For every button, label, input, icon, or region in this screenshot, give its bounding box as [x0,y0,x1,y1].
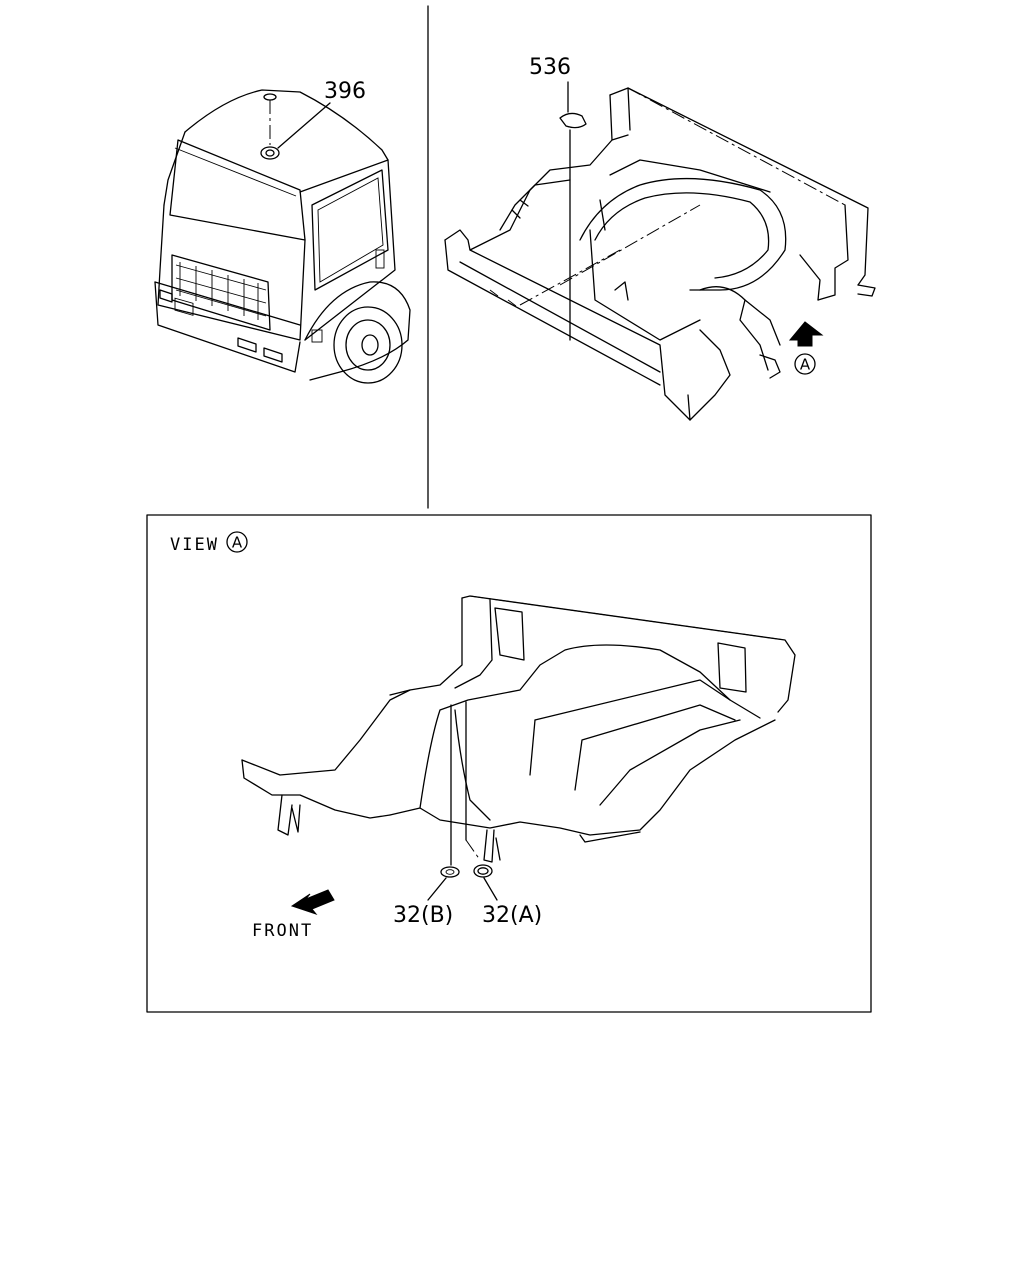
view-a-marker-circle [794,353,816,375]
view-a-frame [146,514,872,1013]
callout-32a: 32(A) [482,903,542,928]
view-a-marker-letter: A [800,356,811,374]
callout-leader-32b [427,877,447,901]
floor-panel-illustration [444,81,876,421]
callout-32b: 32(B) [393,903,453,928]
truck-cab-illustration [154,89,411,384]
callout-leader-32a [483,877,498,901]
callout-leader-396 [277,102,331,149]
callout-396: 396 [324,79,366,104]
view-a-title-marker-letter: A [232,534,243,552]
view-a-arrow [788,321,824,347]
view-a-title: VIEW [170,535,219,555]
front-label: FRONT [252,921,313,941]
callout-536: 536 [529,55,571,80]
view-a-title-marker-circle [226,531,248,553]
front-arrow-icon [290,889,335,916]
floor-underside-illustration [241,595,796,901]
